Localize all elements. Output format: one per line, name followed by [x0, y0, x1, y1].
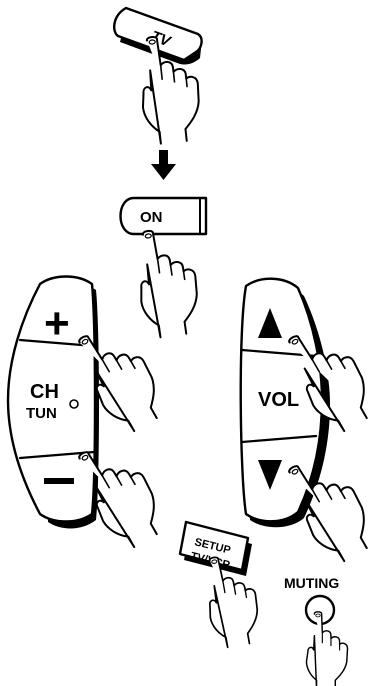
muting-button-group: MUTING: [284, 575, 349, 686]
ch-down-icon[interactable]: [44, 478, 74, 484]
tv-button-group: TV: [113, 6, 205, 147]
volume-rocker-group: VOL: [239, 277, 369, 570]
ch-indicator-dot: [69, 399, 79, 409]
ch-label: CH: [30, 381, 59, 403]
ch-up-icon[interactable]: +: [44, 299, 70, 348]
ch-rocker[interactable]: [6, 275, 97, 523]
hand-press-icon: [130, 224, 205, 341]
muting-label: MUTING: [284, 575, 339, 591]
vol-down-triangle-icon[interactable]: [258, 460, 282, 490]
on-button-group: ON: [119, 196, 208, 341]
tun-label: TUN: [26, 405, 57, 422]
on-button[interactable]: [119, 196, 208, 236]
vol-divider-bottom: [240, 434, 318, 444]
channel-rocker-group: + CH TUN: [6, 275, 173, 556]
setup-button[interactable]: [178, 520, 250, 572]
tv-button[interactable]: [113, 6, 203, 62]
setup-button-group: SETUP TV/VCR: [178, 520, 265, 651]
on-button-label: ON: [140, 209, 163, 226]
vol-label: VOL: [258, 389, 299, 411]
vol-up-triangle-icon[interactable]: [258, 308, 282, 338]
down-arrow-icon: [151, 150, 176, 180]
